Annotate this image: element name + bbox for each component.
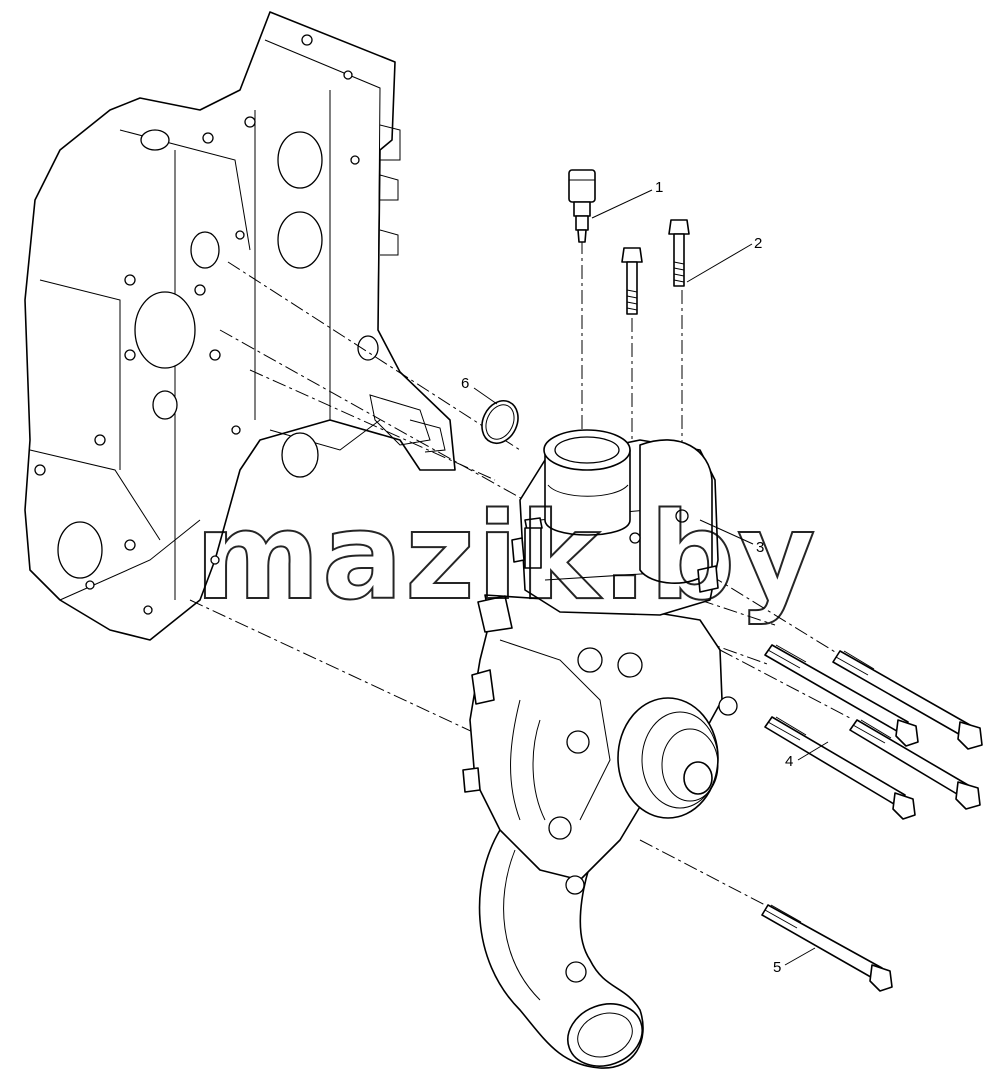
leader-lines	[473, 189, 829, 966]
callout-6: 6	[461, 375, 469, 392]
water-pump	[462, 429, 738, 1069]
callout-5: 5	[773, 959, 781, 976]
watermark: mazik.by	[195, 488, 818, 627]
callout-3: 3	[756, 539, 764, 556]
o-ring	[481, 400, 519, 444]
callout-2: 2	[754, 235, 762, 252]
single-bolt	[761, 904, 893, 992]
temperature-sensor	[568, 169, 596, 243]
engine-block	[24, 11, 456, 641]
long-bolts	[764, 644, 983, 820]
callout-1: 1	[655, 179, 663, 196]
callout-4: 4	[785, 753, 793, 770]
short-bolts	[621, 219, 690, 315]
